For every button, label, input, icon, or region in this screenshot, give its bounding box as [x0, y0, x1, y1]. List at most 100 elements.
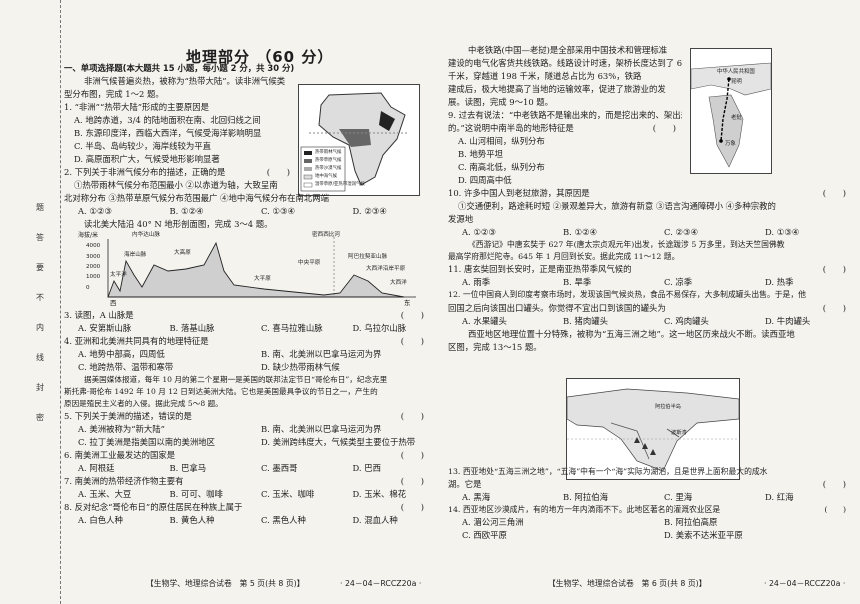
q5-option-d: D. 美洲跨纬度大，气候类型主要位于热带: [261, 436, 416, 447]
q9-option-c: C. 南高北低，纵列分布: [458, 162, 545, 173]
q10-statement: 发源地: [448, 214, 474, 225]
q2-option-b: B. ①②④: [169, 206, 204, 217]
question-3-stem: 3. 读图，A 山脉是( ): [64, 310, 424, 321]
profile-ylabel: 海拔/米: [78, 232, 99, 240]
margin-char: 封: [36, 383, 44, 392]
q4-option-b: B. 南、北美洲以巴拿马运河为界: [261, 349, 382, 360]
q13-option-d: D. 红海: [765, 491, 794, 502]
q4-option-c: C. 地跨热带、温带和寒带: [78, 362, 174, 373]
question-9-stem: 9. 过去有说法：“中老铁路不是输出来的，而是挖出来的、架出来: [448, 110, 682, 121]
legend-item: 地中海气候: [315, 174, 337, 179]
q9-option-b: B. 地势平坦: [458, 149, 503, 160]
q7-option-a: A. 玉米、大豆: [78, 488, 132, 499]
q9-option-d: D. 四周高中低: [458, 175, 512, 186]
q10-options: A. ①②③ B. ①②④ C. ②③④ D. ①③④: [448, 226, 852, 239]
q6-option-d: D. 巴西: [352, 462, 382, 473]
terrain-profile-graphic: [107, 237, 416, 298]
question-2-stem: 2. 下列关于非洲气候分布的描述，正确的是( ): [64, 167, 290, 178]
q13-option-a: A. 黑海: [462, 491, 491, 502]
q5-options-cd: C. 拉丁美洲是指美国以南的美洲地区 D. 美洲跨纬度大，气候类型主要位于热带: [64, 436, 430, 449]
q4-option-a: A. 地势中部高，四周低: [78, 349, 165, 360]
q2-statement: ①热带雨林气候分布范围最小 ②以赤道为轴，大致呈南: [74, 180, 278, 191]
y-tick: 3000: [86, 253, 101, 260]
west-asia-map-graphic: [566, 388, 740, 472]
footer-right-code: · 24－04－RCCZ20a ·: [764, 579, 846, 588]
passage-text: 斯托弗·哥伦布 1492 年 10 月 12 日到达美洲大陆。它也是美国最具争议…: [64, 387, 378, 397]
profile-label: 内华达山脉: [132, 232, 160, 239]
profile-label: 海岸山脉: [124, 252, 147, 259]
question-8-stem: 8. 反对纪念“哥伦布日”的原住居民在种族上属于( ): [64, 501, 424, 512]
q12-option-b: B. 猪肉罐头: [563, 315, 608, 326]
q6-option-c: C. 墨西哥: [261, 462, 298, 473]
passage-text: 西亚地区地理位置十分特殊，被称为“五海三洲之地”。这一地区历来战火不断。读西亚地: [468, 328, 795, 339]
question-13-stem-2: 湖。它是( ): [448, 478, 846, 489]
q13-options: A. 黑海 B. 阿拉伯海 C. 里海 D. 红海: [448, 491, 852, 504]
y-tick: 4000: [86, 243, 101, 250]
q2-option-c: C. ①③④: [261, 206, 295, 217]
question-11-stem: 11. 唐玄奘回到长安时，正是南亚热带季风气候的( ): [448, 264, 846, 275]
q2-option-a: A. ①②③: [78, 206, 112, 217]
q10-option-d: D. ①③④: [765, 227, 800, 238]
q1-option-d: D. 高原面积广大，气候受地形影响显著: [74, 154, 220, 165]
q5-option-b: B. 南、北美洲以巴拿马运河为界: [261, 423, 382, 434]
question-13-stem: 13. 西亚地处“五海三洲之地”，“五海”中有一个“海”实际为湖泊，且是世界上面…: [448, 466, 768, 476]
q7-option-d: D. 玉米、棉花: [352, 488, 407, 499]
q11-option-d: D. 热季: [765, 277, 794, 288]
q11-options: A. 雨季 B. 旱季 C. 凉季 D. 热季: [448, 276, 852, 289]
q2-statement: 北对称分布 ③热带草原气候分布范围最广 ④地中海气候分布在南北两端: [64, 193, 329, 204]
passage-text: 读北美大陆沿 40° N 地形剖面图，完成 3～4 题。: [84, 219, 273, 230]
map-label: 波斯湾: [671, 430, 687, 436]
q8-option-c: C. 黑色人种: [261, 514, 306, 525]
map-label: 阿拉伯半岛: [655, 404, 681, 410]
footer-right: 【生物学、地理综合试卷 第 6 页(共 8 页)】: [548, 579, 707, 588]
legend-item: 热带草原气候: [315, 158, 342, 163]
passage-text: 《西游记》中唐玄奘于 627 年(唐太宗贞观元年)出发，长途跋涉 5 万多里，到…: [468, 240, 785, 250]
profile-label: 太平洋: [110, 272, 127, 279]
q11-option-a: A. 雨季: [462, 277, 491, 288]
q1-option-a: A. 地跨赤道，3/4 的陆地面积在南、北回归线之间: [74, 115, 261, 126]
profile-label: 大西洋沿岸平原: [366, 266, 406, 273]
section-title: 地理部分 （60 分）: [186, 48, 334, 66]
map-label: 昆明: [731, 79, 742, 85]
africa-climate-map: 热带雨林气候 热带草原气候 热带沙漠气候 地中海气候 温带草原/亚热带湿润气候: [298, 84, 420, 196]
q14-option-c: C. 西欧平原: [462, 529, 507, 540]
q7-option-b: B. 可可、咖啡: [169, 488, 223, 499]
q4-options-cd: C. 地跨热带、温带和寒带 D. 缺少热带雨林气候: [64, 361, 430, 374]
passage-text: 中老铁路(中国—老挝)是全部采用中国技术和管理标准: [468, 45, 668, 55]
passage-text: 展。读图，完成 9～10 题。: [448, 97, 554, 108]
passage-text: 据美国媒体报道，每年 10 月的第二个星期一是美国的联邦法定节日“哥伦布日”，纪…: [84, 375, 388, 385]
question-14-stem: 14. 西亚地区沙漠成片，有的地方一年内滴雨不下。此地区著名的灌溉农业区是( ): [448, 504, 846, 514]
passage-text: 区图，完成 13～15 题。: [448, 341, 542, 352]
q9-option-a: A. 山河相间，纵列分布: [458, 136, 545, 147]
legend-item: 温带草原/亚热带湿润气候: [315, 182, 365, 187]
q10-statement: ①交通便利，路途耗时短 ②景观差异大，旅游有新意 ③语言沟通障碍小 ④多种宗教的: [458, 201, 776, 212]
map-legend: 热带雨林气候 热带草原气候 热带沙漠气候 地中海气候 温带草原/亚热带湿润气候: [315, 149, 365, 189]
q7-options: A. 玉米、大豆 B. 可可、咖啡 C. 玉米、咖啡 D. 玉米、棉花: [64, 488, 430, 501]
railway-map-graphic: [690, 62, 772, 168]
map-spacer: [448, 354, 852, 466]
margin-char: 题: [36, 203, 44, 212]
q10-option-a: A. ①②③: [462, 227, 496, 238]
question-6-stem: 6. 南美洲工业最发达的国家是( ): [64, 449, 424, 460]
q11-option-c: C. 凉季: [664, 277, 693, 288]
q2-options: A. ①②③ B. ①②④ C. ①③④ D. ②③④: [64, 205, 430, 218]
binding-margin: 题 答 要 不 内 线 封 密: [0, 0, 61, 604]
map-label: 老挝: [731, 115, 742, 121]
passage-text: 建设的电气化客货共线铁路。线路设计时速，架桥长度达到了 62: [448, 58, 682, 69]
q14-option-b: B. 阿拉伯高原: [664, 516, 718, 527]
q11-option-b: B. 旱季: [563, 277, 592, 288]
legend-item: 热带沙漠气候: [315, 166, 342, 171]
margin-char: 答: [36, 233, 44, 242]
profile-yticks: 4000 3000 2000 1000 0: [86, 241, 100, 293]
passage-text: 原因是殖民主义者的入侵。据此完成 5～8 题。: [64, 398, 223, 408]
q12-options: A. 水果罐头 B. 猪肉罐头 C. 鸡肉罐头 D. 牛肉罐头: [448, 315, 852, 328]
question-9-stem-2: 的。”这说明中南半岛的地形特征是( ): [448, 123, 676, 134]
q14-options-ab: A. 湄公河三角洲 B. 阿拉伯高原: [448, 516, 852, 529]
profile-label: 密西西比河: [312, 232, 340, 239]
question-5-stem: 5. 下列关于美洲的描述，错误的是( ): [64, 410, 424, 421]
map-label: 万象: [725, 141, 736, 147]
q6-option-b: B. 巴拿马: [169, 462, 207, 473]
q12-option-c: C. 鸡肉罐头: [664, 315, 709, 326]
q7-option-c: C. 玉米、咖啡: [261, 488, 315, 499]
margin-char: 不: [36, 293, 44, 302]
